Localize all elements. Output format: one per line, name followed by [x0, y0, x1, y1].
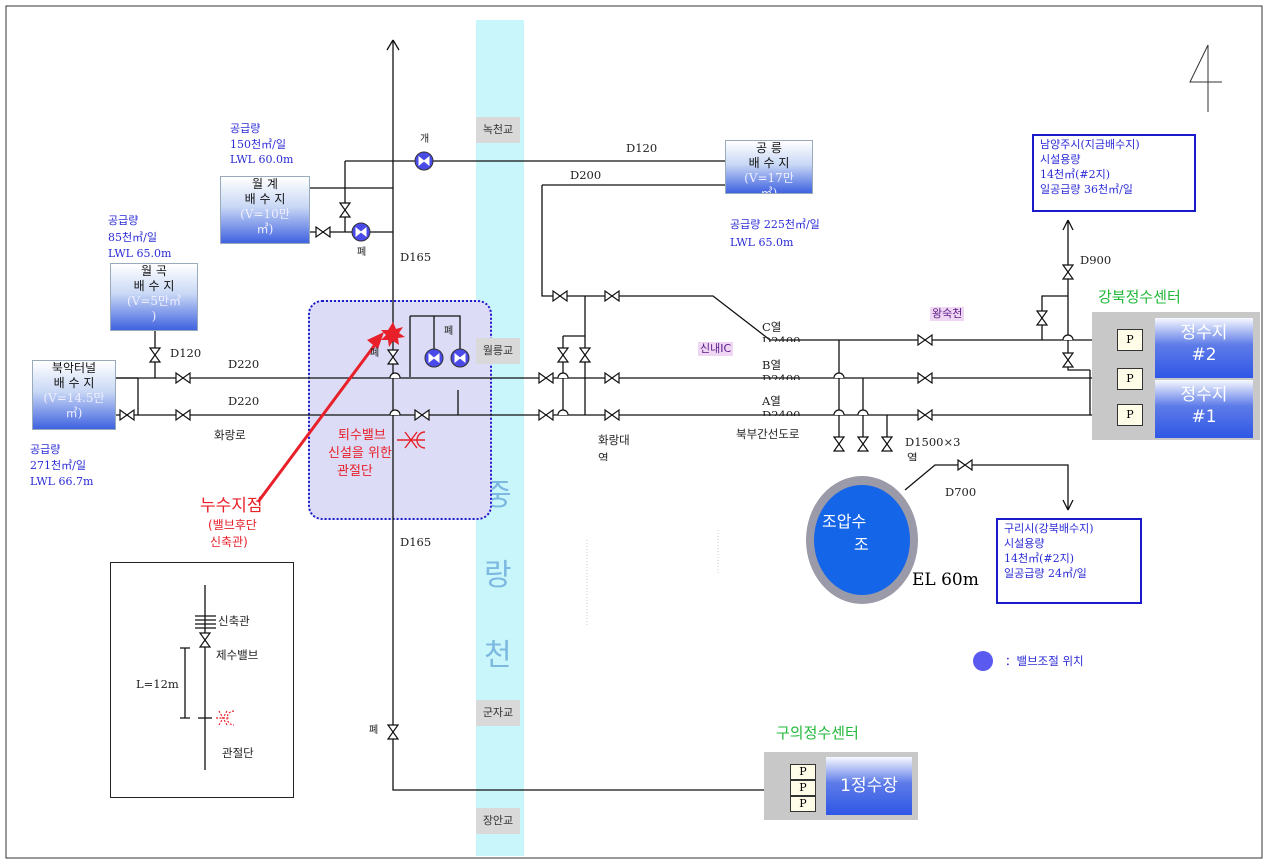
inset-expansion-label: 신축관: [218, 614, 250, 628]
valve-closed-label-2: 폐: [444, 326, 454, 337]
gangbuk-title: 강북정수센터: [1098, 288, 1181, 306]
label-bukbu-road: 북부간선도로: [736, 427, 800, 441]
pump-guui-3: P: [790, 796, 816, 812]
legend-valve-control: ：밸브조절 위치: [1005, 654, 1084, 668]
surge-tank-label-1: 조압수: [822, 512, 867, 531]
label-line-c: C열: [762, 320, 782, 334]
pump-gangbuk-1: P: [1117, 329, 1143, 351]
label-line-a: A열: [762, 394, 781, 408]
leak-point-label: 누수지점: [200, 496, 263, 516]
surge-tank-elevation: EL 60m: [912, 570, 979, 590]
pump-gangbuk-3: P: [1117, 404, 1143, 426]
guri-info: 구리시(강북배수지)시설용량 14천㎥(#2지)일공급량 24㎥/일: [996, 518, 1142, 604]
inset-detail-frame: [110, 562, 294, 798]
label-station: 역: [598, 451, 609, 461]
bridge-nokcheon: 녹천교: [476, 117, 520, 143]
bugak-lwl: LWL 66.7m: [30, 475, 94, 486]
valve-closed-label-1: 폐: [357, 247, 367, 258]
label-dia-a: D2400: [762, 408, 801, 416]
wolgok-lwl: LWL 65.0m: [108, 247, 172, 258]
label-d1500-row: 열: [907, 451, 918, 461]
wolgye-supply-value: 150천㎥/일: [230, 138, 286, 151]
guui-title: 구의정수센터: [776, 724, 859, 742]
river-label-2: 랑: [484, 558, 512, 593]
bridge-wolleung: 월릉교: [476, 338, 520, 364]
wolgye-lwl: LWL 60.0m: [230, 153, 294, 164]
gongneung-supply: 공급량 225천㎥/일: [730, 218, 820, 231]
wolgye-supply-label: 공급량: [230, 122, 261, 135]
label-d220-a: D220: [228, 357, 260, 371]
clearwell-2: 정수지#2: [1155, 318, 1253, 378]
inset-valve-label: 제수밸브: [216, 648, 259, 662]
bugak-supply-label: 공급량: [30, 443, 61, 456]
gongneung-lwl: LWL 65.0m: [730, 236, 794, 249]
valve-closed-label-3: 폐: [370, 348, 380, 359]
cut-label-3: 관절단: [337, 464, 373, 479]
clearwell-1: 정수지#1: [1155, 380, 1253, 438]
leak-point-detail-2: 신축관): [210, 535, 248, 548]
river-label-3: 천: [484, 638, 512, 673]
label-d900: D900: [1080, 253, 1112, 267]
wolgok-supply-value: 85천㎥/일: [108, 231, 157, 244]
cut-label-2: 신설을 위한: [328, 446, 392, 461]
bridge-jangan: 장안교: [476, 808, 520, 834]
label-dia-b: D2400: [762, 372, 801, 380]
wolgok-supply-label: 공급량: [108, 214, 139, 227]
tag-sinnae-ic: 신내IC: [698, 342, 734, 356]
leak-point-detail-1: (밸브후단: [208, 518, 257, 532]
valve-open-label: 개: [420, 134, 430, 145]
label-hwarangdae: 화랑대: [598, 433, 630, 447]
bugak-supply-value: 271천㎥/일: [30, 459, 86, 472]
label-d165-bot: D165: [400, 535, 432, 549]
plant-1: 1정수장: [826, 757, 912, 815]
tag-wangsukcheon: 왕숙천: [930, 307, 965, 321]
label-hwarangro: 화랑로: [214, 428, 246, 442]
label-d1500: D1500×3: [905, 435, 961, 449]
namyangju-info: 남양주시(지금배수지)시설용량 14천㎥(#2지)일공급량 36천㎥/일: [1032, 134, 1196, 212]
surge-tank-label-2: 조: [854, 535, 869, 554]
pump-guui-2: P: [790, 780, 816, 796]
cut-label-1: 퇴수밸브: [338, 428, 386, 443]
valve-closed-label-4: 폐: [369, 725, 379, 736]
inset-cut-label: 관절단: [222, 746, 254, 760]
bridge-gunja: 군자교: [476, 700, 520, 726]
label-line-b: B열: [762, 358, 782, 372]
pump-gangbuk-2: P: [1117, 368, 1143, 390]
label-d200: D200: [570, 168, 602, 182]
label-dia-c: D2400: [762, 334, 801, 342]
label-d120-left: D120: [170, 346, 202, 360]
label-d700: D700: [945, 485, 977, 499]
label-d120-top: D120: [626, 141, 658, 155]
label-d165-top: D165: [400, 250, 432, 264]
label-d220-b: D220: [228, 394, 260, 408]
pump-guui-1: P: [790, 764, 816, 780]
inset-length-label: L=12m: [136, 677, 179, 691]
